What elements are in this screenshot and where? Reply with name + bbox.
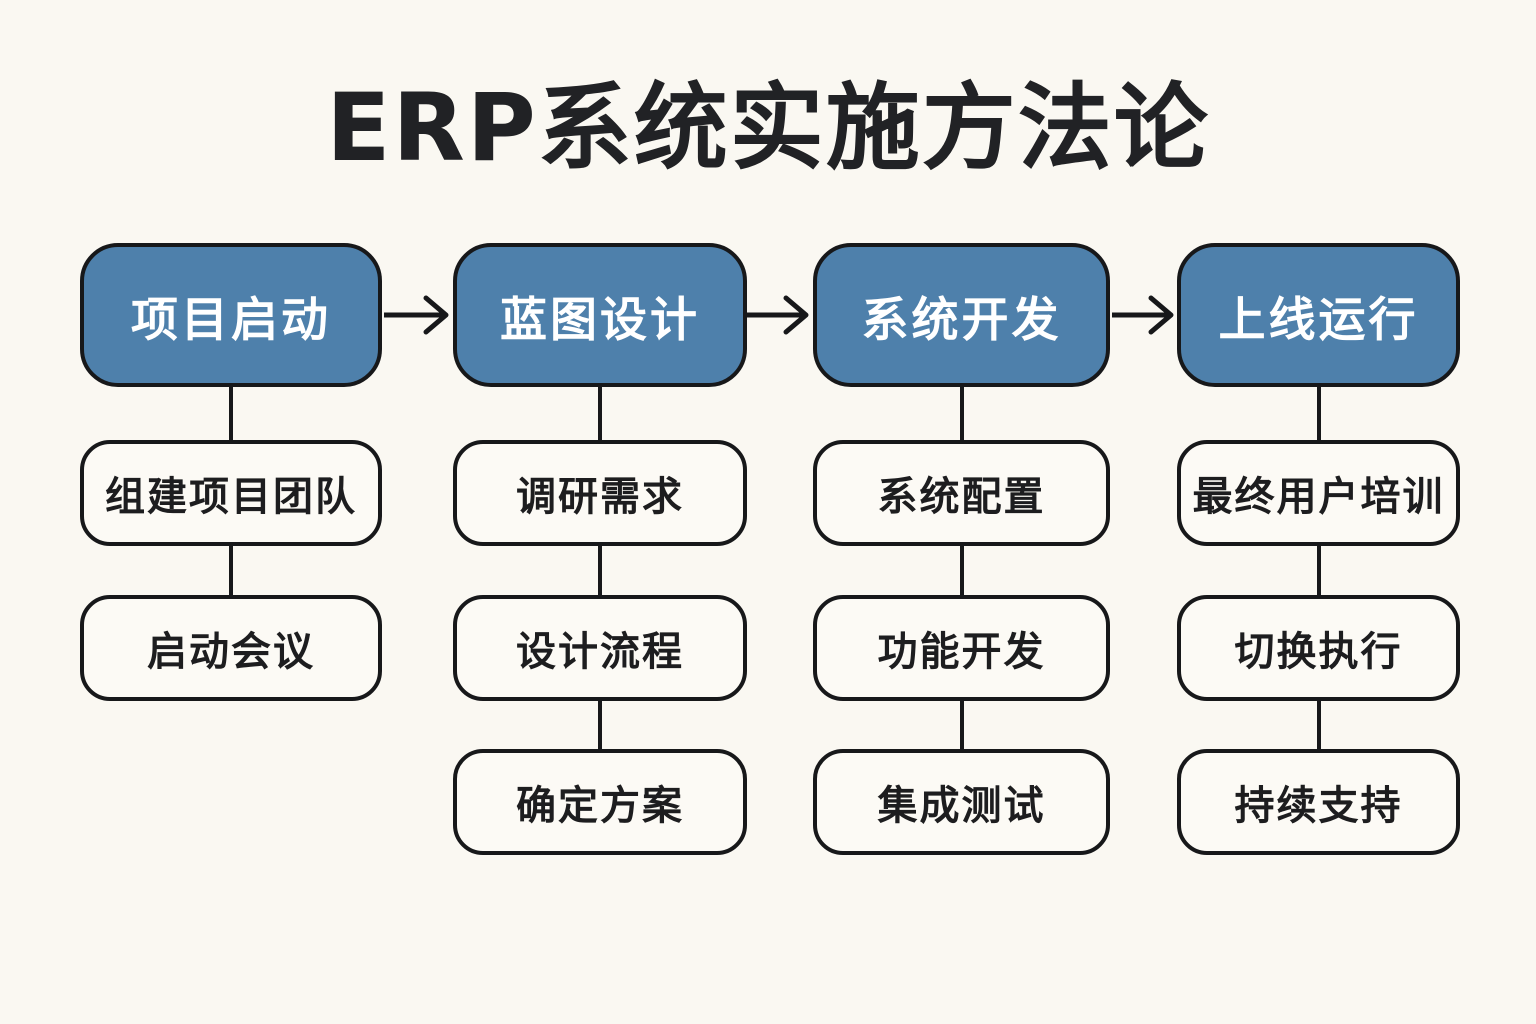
- stage-header-label: 蓝图设计: [500, 292, 700, 348]
- page-title: ERP系统实施方法论: [326, 74, 1210, 183]
- task-label: 设计流程: [516, 629, 684, 675]
- connector-line: [959, 701, 964, 749]
- connector-line: [229, 546, 233, 595]
- task-box: 确定方案: [453, 749, 747, 855]
- connector-line: [1316, 387, 1321, 440]
- task-label: 调研需求: [516, 474, 684, 520]
- task-label: 功能开发: [877, 629, 1046, 675]
- task-box: 切换执行: [1177, 595, 1460, 701]
- flow-arrow-icon: [384, 293, 450, 337]
- connector-line: [598, 546, 602, 595]
- flow-arrow-icon: [747, 293, 810, 337]
- task-label: 组建项目团队: [105, 474, 357, 520]
- connector-line: [1316, 701, 1321, 749]
- task-label: 系统配置: [877, 474, 1046, 520]
- task-box: 启动会议: [80, 595, 382, 701]
- connector-line: [959, 387, 964, 440]
- stage-header-label: 系统开发: [861, 292, 1062, 348]
- stage-column-project-kickoff: 项目启动 组建项目团队 启动会议: [80, 243, 382, 701]
- stage-header-box: 项目启动: [80, 243, 382, 387]
- task-box: 调研需求: [453, 440, 747, 546]
- stage-header-label: 上线运行: [1218, 292, 1419, 348]
- stage-column-system-development: 系统开发 系统配置 功能开发 集成测试: [813, 243, 1110, 855]
- task-label: 启动会议: [147, 629, 315, 675]
- task-box: 系统配置: [813, 440, 1110, 546]
- task-label: 集成测试: [877, 783, 1046, 829]
- task-label: 切换执行: [1234, 629, 1403, 675]
- connector-line: [598, 387, 602, 440]
- stage-column-blueprint-design: 蓝图设计 调研需求 设计流程 确定方案: [453, 243, 747, 855]
- task-box: 设计流程: [453, 595, 747, 701]
- task-box: 持续支持: [1177, 749, 1460, 855]
- stage-header-label: 项目启动: [131, 292, 331, 348]
- task-label: 最终用户培训: [1192, 474, 1445, 520]
- task-box: 最终用户培训: [1177, 440, 1460, 546]
- stage-header-box: 蓝图设计: [453, 243, 747, 387]
- stage-header-box: 系统开发: [813, 243, 1110, 387]
- task-box: 集成测试: [813, 749, 1110, 855]
- connector-line: [959, 546, 964, 595]
- connector-line: [1316, 546, 1321, 595]
- task-box: 组建项目团队: [80, 440, 382, 546]
- connector-line: [229, 387, 233, 440]
- task-label: 确定方案: [516, 783, 684, 829]
- stage-header-box: 上线运行: [1177, 243, 1460, 387]
- stage-column-go-live: 上线运行 最终用户培训 切换执行 持续支持: [1177, 243, 1460, 855]
- task-label: 持续支持: [1234, 783, 1403, 829]
- flow-arrow-icon: [1112, 293, 1175, 337]
- task-box: 功能开发: [813, 595, 1110, 701]
- connector-line: [598, 701, 602, 749]
